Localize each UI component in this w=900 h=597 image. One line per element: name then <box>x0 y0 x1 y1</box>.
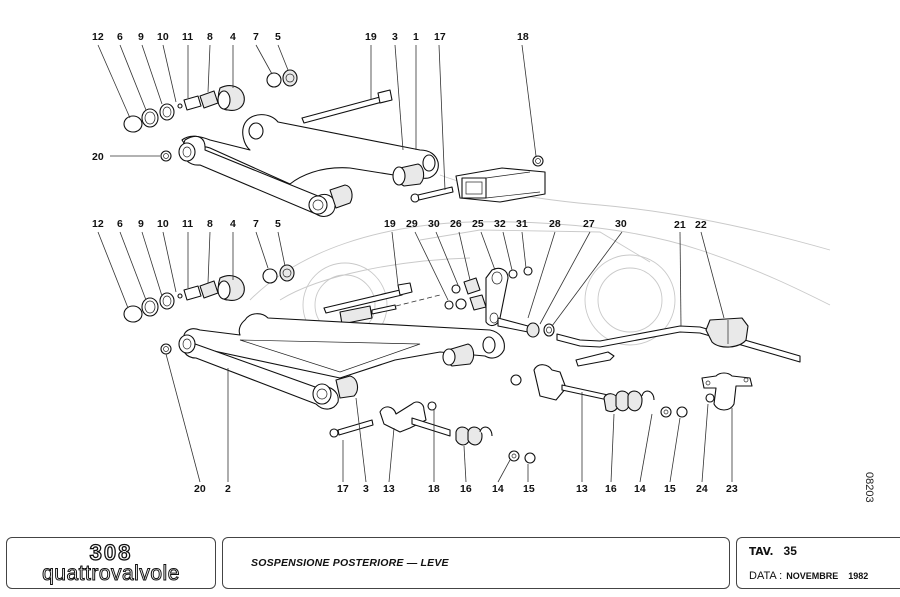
callouts-bottom: 20 2 17 3 13 18 16 14 15 13 16 14 15 24 … <box>194 483 738 495</box>
bolt-17-upper <box>410 186 454 203</box>
callout: 4 <box>230 218 236 230</box>
table-reference: TAV. 35 <box>749 544 797 558</box>
meta-box: TAV. 35 DATA :NOVEMBRE 1982 <box>736 537 900 589</box>
callout: 19 <box>365 31 377 43</box>
lower-control-arm <box>178 313 505 410</box>
title-box: SOSPENSIONE POSTERIORE — LEVE <box>222 537 730 589</box>
callout: 16 <box>460 483 472 495</box>
lower-assembly <box>123 264 801 464</box>
callout: 8 <box>207 31 213 43</box>
callout: 10 <box>157 31 169 43</box>
callout: 14 <box>634 483 646 495</box>
callout: 31 <box>516 218 528 230</box>
link-bracket-left <box>329 401 536 464</box>
callout: 18 <box>517 31 529 43</box>
callout: 6 <box>117 31 123 43</box>
model-logo: 308 <box>89 539 133 565</box>
callout: 32 <box>494 218 506 230</box>
bar-clamp-bracket <box>701 372 753 411</box>
callout: 12 <box>92 218 104 230</box>
stabilizer-drop-link <box>444 266 555 338</box>
date-year: 1982 <box>848 571 869 581</box>
callout: 11 <box>182 31 193 43</box>
variant-logo: quattrovalvole <box>42 562 180 586</box>
callout: 19 <box>384 218 396 230</box>
callout: 14 <box>492 483 504 495</box>
upper-control-arm <box>178 114 439 217</box>
link-bracket-right <box>510 351 688 418</box>
callout: 15 <box>664 483 676 495</box>
callouts-upper: 12 6 9 10 11 8 4 7 5 19 3 1 17 18 20 <box>92 31 529 163</box>
callout: 28 <box>549 218 561 230</box>
table-number: 35 <box>783 544 797 558</box>
callout: 10 <box>157 218 169 230</box>
callout: 2 <box>225 483 231 495</box>
callout: 13 <box>383 483 395 495</box>
callout: 17 <box>434 31 446 43</box>
upper-assembly <box>123 69 546 217</box>
callout: 29 <box>406 218 418 230</box>
callout: 13 <box>576 483 588 495</box>
date-line: DATA :NOVEMBRE 1982 <box>749 570 868 582</box>
leader-lines <box>97 44 733 483</box>
callout: 9 <box>138 31 144 43</box>
callout: 12 <box>92 31 104 43</box>
callout: 20 <box>194 483 206 495</box>
callout: 24 <box>696 483 708 495</box>
callout: 7 <box>253 218 259 230</box>
callout: 26 <box>450 218 462 230</box>
callout: 5 <box>275 218 281 230</box>
callout: 15 <box>523 483 535 495</box>
callout: 9 <box>138 218 144 230</box>
callout: 8 <box>207 218 213 230</box>
callout: 22 <box>695 219 707 231</box>
bushing-stack-lower <box>123 264 295 323</box>
callout: 21 <box>674 219 686 231</box>
stabilizer-bar <box>556 317 801 363</box>
exploded-parts-drawing: 12 6 9 10 11 8 4 7 5 19 3 1 17 18 20 12 … <box>92 31 875 503</box>
callout: 17 <box>337 483 349 495</box>
callout: 30 <box>615 218 627 230</box>
callout: 4 <box>230 31 236 43</box>
callout: 7 <box>253 31 259 43</box>
callout: 18 <box>428 483 440 495</box>
callout: 16 <box>605 483 617 495</box>
callout: 3 <box>363 483 369 495</box>
callout: 23 <box>726 483 738 495</box>
nut-20-upper <box>160 150 172 162</box>
bolt-19-upper <box>301 89 393 124</box>
nut-20-lower <box>160 343 172 355</box>
callout: 25 <box>472 218 484 230</box>
bolt-19-lower <box>323 282 441 325</box>
date-month: NOVEMBRE <box>786 571 839 581</box>
logo-box: 308 quattrovalvole <box>6 537 216 589</box>
table-label: TAV. <box>749 546 774 558</box>
chassis-bracket <box>455 155 546 203</box>
callout: 30 <box>428 218 440 230</box>
callout: 27 <box>583 218 595 230</box>
callout: 6 <box>117 218 123 230</box>
callout: 20 <box>92 151 104 163</box>
callout: 5 <box>275 31 281 43</box>
callout: 3 <box>392 31 398 43</box>
bushing-stack-upper <box>123 69 298 133</box>
callouts-middle: 12 6 9 10 11 8 4 7 5 19 29 30 26 25 32 3… <box>92 218 707 231</box>
drawing-code: 08203 <box>863 472 875 503</box>
callout: 1 <box>413 31 419 43</box>
sheet-title: SOSPENSIONE POSTERIORE — LEVE <box>251 557 449 569</box>
callout: 11 <box>182 218 193 230</box>
date-label: DATA : <box>749 570 783 582</box>
